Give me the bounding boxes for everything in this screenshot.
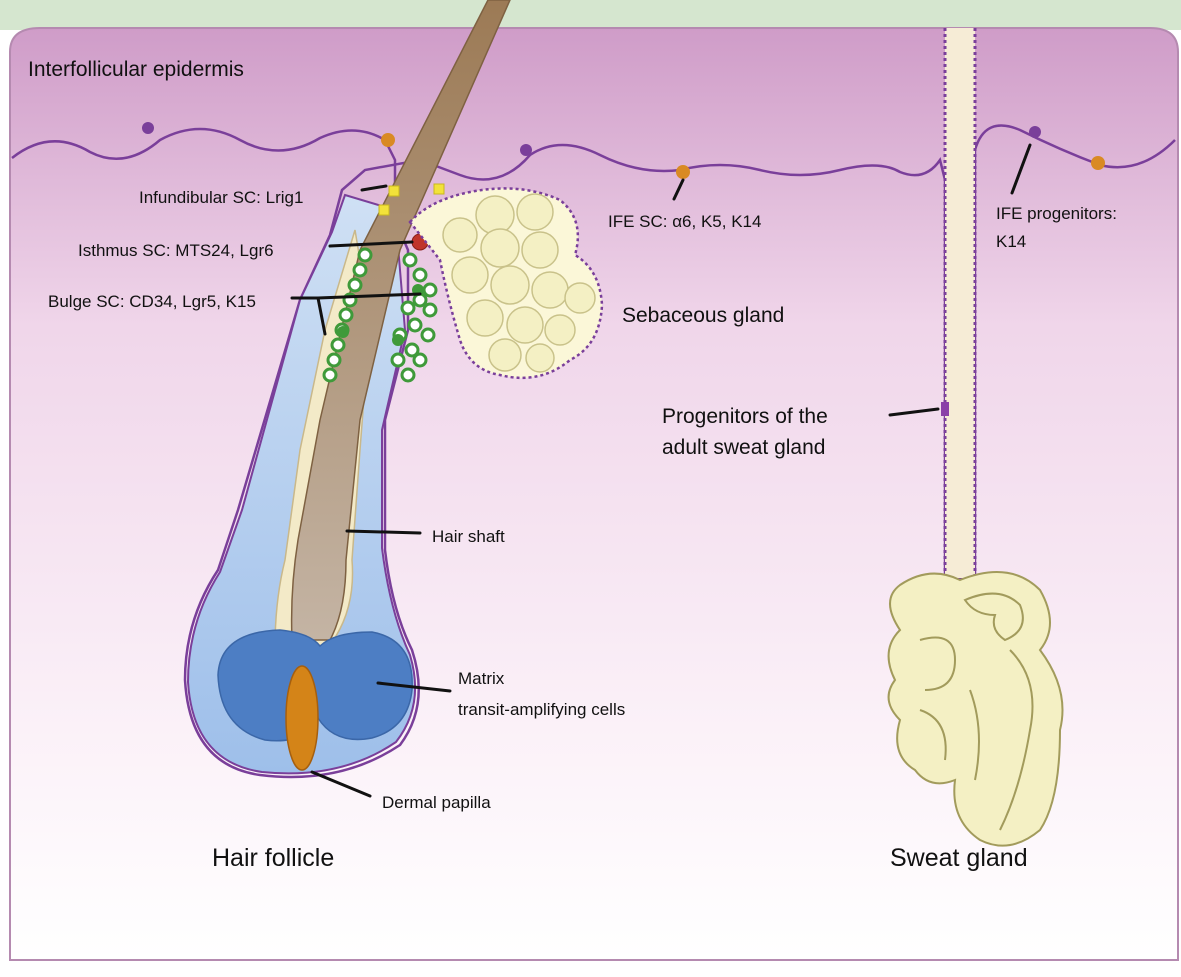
ife-stem-cell [676, 165, 690, 179]
label-interfollicular-epidermis: Interfollicular epidermis [28, 58, 244, 81]
bulge-stem-cell-marked [392, 334, 404, 346]
label-matrix-line1: Matrix [458, 669, 505, 688]
label-hair-follicle: Hair follicle [212, 844, 334, 872]
infundibular-stem-cells [378, 183, 445, 216]
label-matrix-line2: transit-amplifying cells [458, 700, 625, 719]
ife-stem-cell [1091, 156, 1105, 170]
label-ife-progenitors-line2: K14 [996, 232, 1026, 251]
label-infundibular-sc: Infundibular SC: Lrig1 [139, 188, 303, 207]
ife-progenitor [142, 122, 154, 134]
label-sebaceous-gland: Sebaceous gland [622, 304, 784, 327]
label-bulge-sc: Bulge SC: CD34, Lgr5, K15 [48, 292, 256, 311]
label-sweat-gland: Sweat gland [890, 844, 1028, 872]
label-ife-sc: IFE SC: α6, K5, K14 [608, 212, 761, 231]
bulge-stem-cell-marked [337, 326, 349, 338]
sweat-duct-wall [943, 28, 977, 578]
label-isthmus-sc: Isthmus SC: MTS24, Lgr6 [78, 241, 274, 260]
ife-progenitor [1029, 126, 1041, 138]
sweat-gland-coil [887, 571, 1064, 847]
ife-progenitor [520, 144, 532, 156]
ife-stem-cell [381, 133, 395, 147]
basal-membrane [11, 124, 1176, 779]
label-sweat-progenitors-line2: adult sweat gland [662, 436, 825, 459]
label-sweat-progenitors-line1: Progenitors of the [662, 405, 828, 428]
sweat-duct [945, 28, 975, 578]
dermal-papilla [285, 665, 319, 771]
sky-band [0, 0, 1181, 30]
bulge-stem-cells [322, 247, 438, 383]
label-ife-progenitors-line1: IFE progenitors: [996, 204, 1117, 223]
skin-outline [9, 27, 1179, 961]
sebocytes [442, 193, 596, 373]
label-hair-shaft: Hair shaft [432, 527, 505, 546]
label-dermal-papilla: Dermal papilla [382, 793, 491, 812]
sweat-gland-progenitor [941, 402, 949, 416]
leader-lines [290, 143, 1032, 798]
